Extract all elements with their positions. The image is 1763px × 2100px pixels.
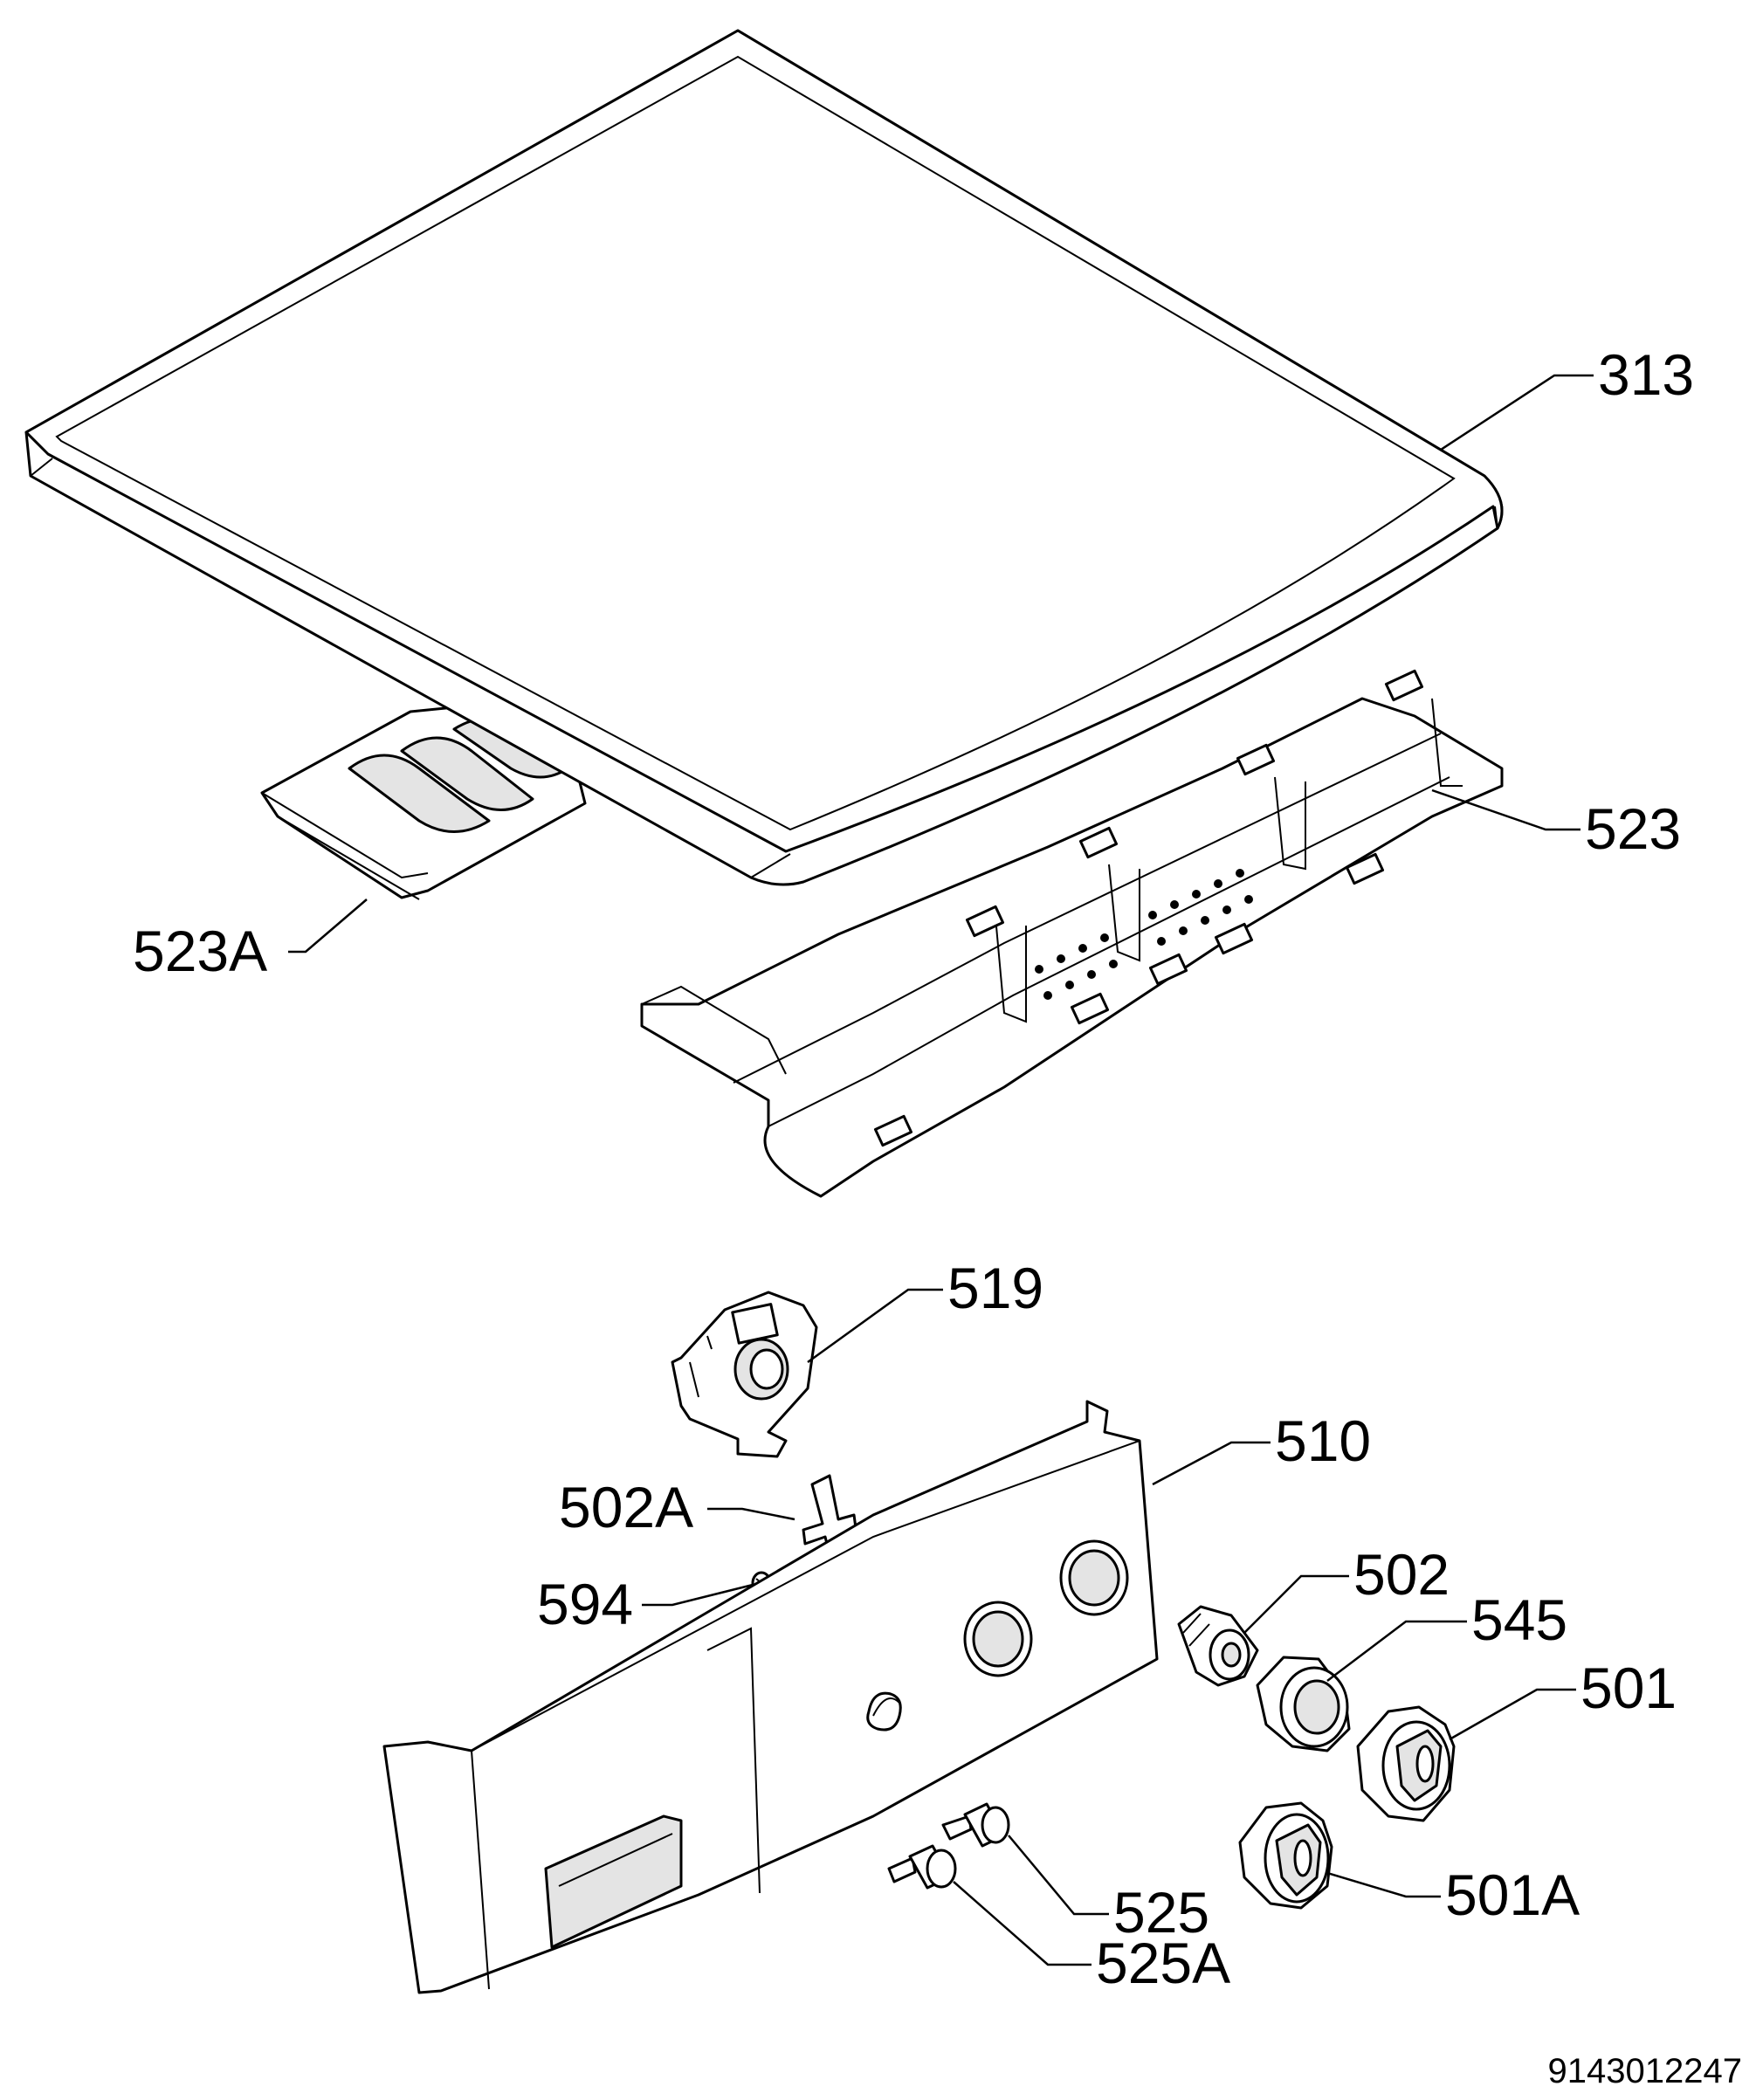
callout-510: 510 — [1275, 1408, 1371, 1473]
part-313-lid — [24, 29, 1504, 886]
callout-594: 594 — [537, 1572, 633, 1636]
part-525-indicator-lamp — [941, 1802, 1010, 1848]
leader-525A — [953, 1881, 1092, 1966]
leader-523A — [288, 899, 368, 954]
leader-523 — [1431, 788, 1581, 831]
leader-501A — [1326, 1871, 1441, 1898]
callout-525A: 525A — [1096, 1931, 1230, 1995]
leader-519 — [807, 1288, 943, 1364]
callout-313: 313 — [1598, 342, 1694, 407]
callout-501A: 501A — [1445, 1862, 1580, 1927]
callout-501: 501 — [1581, 1656, 1677, 1720]
leader-545 — [1326, 1620, 1467, 1682]
callout-545: 545 — [1471, 1587, 1567, 1652]
callout-labels: 313 523 523A 519 510 502A 594 502 545 50… — [133, 342, 1694, 1995]
callout-502: 502 — [1353, 1542, 1450, 1607]
leader-502 — [1243, 1574, 1349, 1634]
part-519-selector-bracket — [671, 1291, 818, 1458]
callout-523: 523 — [1585, 796, 1681, 861]
part-501-knob — [1356, 1705, 1456, 1822]
callout-502A: 502A — [559, 1475, 693, 1539]
leader-594 — [642, 1583, 754, 1607]
callout-523A: 523A — [133, 919, 267, 983]
leader-502A — [707, 1507, 795, 1521]
part-525A-indicator-lamp — [887, 1844, 957, 1890]
part-510-control-panel-fascia — [382, 1400, 1159, 1994]
part-501A-knob — [1238, 1801, 1333, 1910]
part-523A-hinge-plate — [260, 706, 587, 900]
leader-510 — [1152, 1441, 1271, 1486]
callout-519: 519 — [947, 1256, 1043, 1320]
leader-501 — [1449, 1688, 1576, 1741]
part-523-control-frame — [640, 669, 1504, 1198]
document-id: 9143012247 — [1548, 2052, 1742, 2090]
leader-313 — [1440, 374, 1594, 451]
part-502-spindle — [1177, 1605, 1259, 1687]
part-545-bezel-ring — [1256, 1656, 1351, 1752]
leader-lines — [288, 374, 1594, 1966]
leader-525 — [1008, 1835, 1109, 1916]
callout-525: 525 — [1113, 1880, 1209, 1945]
